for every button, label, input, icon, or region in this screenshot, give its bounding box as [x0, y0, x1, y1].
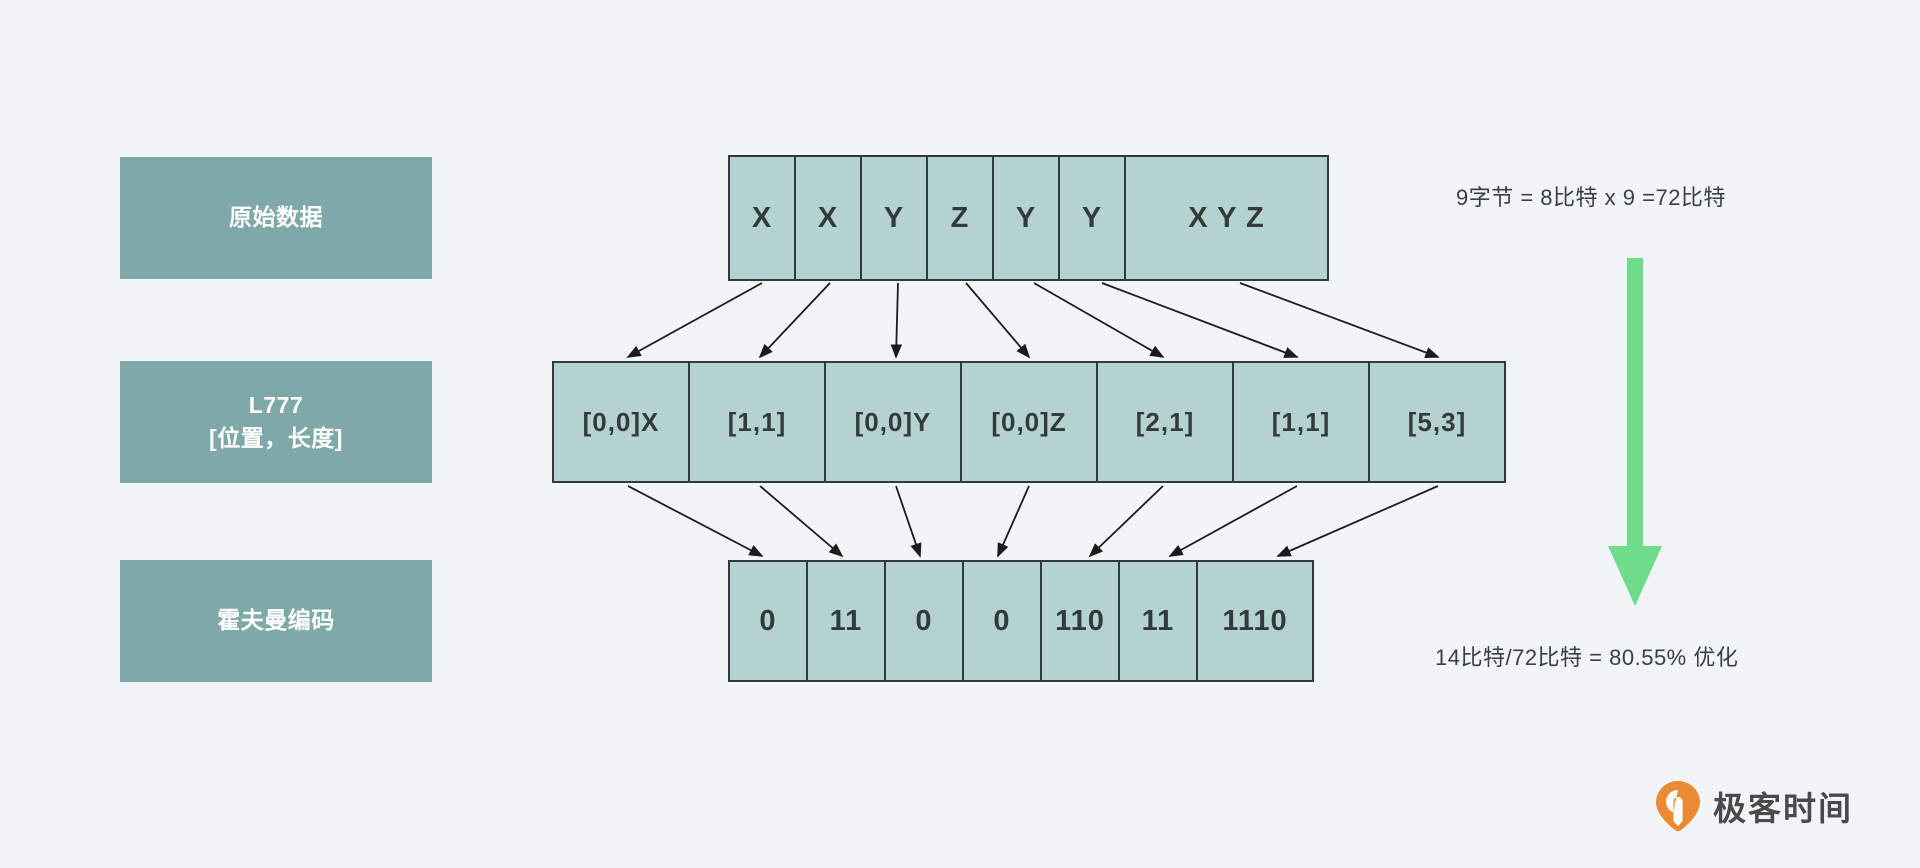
data-cell: X Y Z [1124, 155, 1329, 281]
data-cell: X [794, 155, 862, 281]
data-cell: Y [992, 155, 1060, 281]
stage-label-original-data-text: 原始数据 [229, 204, 323, 231]
row-lz77-tokens: [0,0]X [1,1] [0,0]Y [0,0]Z [2,1] [1,1] [… [552, 361, 1506, 483]
code-cell: 110 [1040, 560, 1120, 682]
data-cell: Y [860, 155, 928, 281]
stage-label-huffman: 霍夫曼编码 [120, 560, 432, 682]
stage-label-lz77-subtitle: [位置，长度] [209, 425, 343, 451]
code-cell: 0 [962, 560, 1042, 682]
green-down-arrow-icon [1608, 258, 1662, 606]
data-cell: X [728, 155, 796, 281]
token-cell: [1,1] [688, 361, 826, 483]
code-cell: 1110 [1196, 560, 1314, 682]
code-cell: 11 [806, 560, 886, 682]
data-cell: Z [926, 155, 994, 281]
data-cell: Y [1058, 155, 1126, 281]
token-cell: [5,3] [1368, 361, 1506, 483]
row-original-data: X X Y Z Y Y X Y Z [728, 155, 1329, 281]
code-cell: 11 [1118, 560, 1198, 682]
stage-label-huffman-text: 霍夫曼编码 [217, 607, 335, 634]
stage-label-lz77-title: L777 [248, 391, 304, 418]
row-huffman-codes: 0 11 0 0 110 11 1110 [728, 560, 1314, 682]
geektime-logo-text: 极客时间 [1713, 790, 1853, 827]
stage-label-lz77: L777 [位置，长度] [120, 361, 432, 483]
code-cell: 0 [884, 560, 964, 682]
location-pin-icon [1656, 781, 1700, 832]
annotation-compression-ratio: 14比特/72比特 = 80.55% 优化 [1435, 645, 1739, 670]
token-cell: [2,1] [1096, 361, 1234, 483]
token-cell: [0,0]X [552, 361, 690, 483]
stage-label-original-data: 原始数据 [120, 157, 432, 279]
annotation-original-size: 9字节 = 8比特 x 9 =72比特 [1456, 185, 1726, 210]
geektime-logo: 极客时间 [1655, 780, 1853, 832]
code-cell: 0 [728, 560, 808, 682]
token-cell: [1,1] [1232, 361, 1370, 483]
token-cell: [0,0]Z [960, 361, 1098, 483]
token-cell: [0,0]Y [824, 361, 962, 483]
